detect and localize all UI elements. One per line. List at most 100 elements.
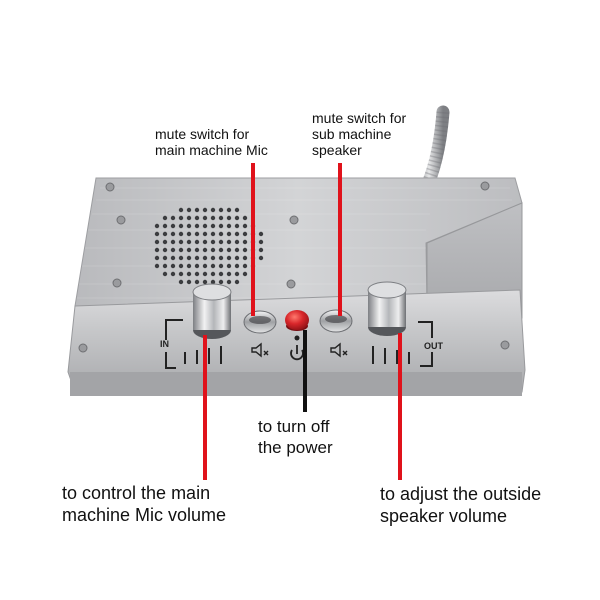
main-mic-volume-knob[interactable]: [192, 283, 232, 339]
outside-speaker-volume-knob[interactable]: [367, 281, 407, 336]
callout-main-mic-volume: to control the main machine Mic volume: [62, 483, 227, 525]
grille-hole: [234, 247, 240, 253]
grille-hole: [154, 231, 160, 237]
grille-hole: [194, 223, 200, 229]
grille-hole: [170, 271, 176, 277]
grille-hole: [210, 207, 216, 213]
sub-speaker-mute-switch[interactable]: [319, 309, 353, 333]
grille-hole: [234, 215, 240, 221]
grille-hole: [218, 247, 224, 253]
grille-hole: [226, 223, 232, 229]
grille-hole: [234, 207, 240, 213]
grille-hole: [202, 207, 208, 213]
grille-hole: [178, 263, 184, 269]
grille-hole: [234, 231, 240, 237]
grille-hole: [162, 239, 168, 245]
grille-hole: [226, 263, 232, 269]
grille-hole: [186, 215, 192, 221]
volume-bars-icon: [184, 346, 222, 364]
grille-hole: [162, 231, 168, 237]
grille-hole: [178, 223, 184, 229]
grille-hole: [218, 263, 224, 269]
grille-hole: [170, 263, 176, 269]
grille-hole: [210, 223, 216, 229]
grille-hole: [202, 239, 208, 245]
grille-hole: [226, 279, 232, 285]
grille-hole: [154, 239, 160, 245]
grille-hole: [226, 207, 232, 213]
grille-hole: [162, 215, 168, 221]
grille-hole: [218, 231, 224, 237]
grille-hole: [218, 223, 224, 229]
callout-outside-speaker-volume: to adjust the outside speaker volume: [380, 484, 542, 526]
volume-bars-out-icon: [372, 346, 410, 364]
grille-hole: [186, 247, 192, 253]
grille-hole: [234, 255, 240, 261]
grille-hole: [178, 247, 184, 253]
grille-hole: [194, 207, 200, 213]
callout-mute-main-mic: mute switch for main machine Mic: [155, 126, 268, 158]
power-icon: [290, 335, 304, 361]
grille-hole: [202, 215, 208, 221]
grille-hole: [170, 247, 176, 253]
grille-hole: [202, 231, 208, 237]
grille-hole: [258, 231, 264, 237]
grille-hole: [234, 271, 240, 277]
grille-hole: [218, 255, 224, 261]
grille-hole: [162, 223, 168, 229]
grille-hole: [178, 279, 184, 285]
grille-hole: [234, 239, 240, 245]
grille-hole: [210, 247, 216, 253]
grille-hole: [242, 215, 248, 221]
out-bracket: [418, 321, 433, 367]
grille-hole: [186, 255, 192, 261]
grille-hole: [178, 215, 184, 221]
grille-hole: [154, 223, 160, 229]
grille-hole: [242, 223, 248, 229]
grille-hole: [202, 279, 208, 285]
grille-hole: [186, 239, 192, 245]
grille-hole: [202, 223, 208, 229]
grille-hole: [242, 231, 248, 237]
grille-hole: [162, 263, 168, 269]
grille-hole: [242, 263, 248, 269]
grille-hole: [218, 215, 224, 221]
grille-hole: [210, 263, 216, 269]
grille-hole: [210, 279, 216, 285]
grille-hole: [218, 239, 224, 245]
grille-hole: [242, 255, 248, 261]
device-base-edge: [70, 372, 522, 396]
grille-hole: [226, 271, 232, 277]
grille-hole: [186, 223, 192, 229]
grille-hole: [178, 255, 184, 261]
grille-hole: [178, 207, 184, 213]
grille-hole: [202, 263, 208, 269]
grille-hole: [258, 255, 264, 261]
grille-hole: [218, 271, 224, 277]
in-bracket: [165, 319, 183, 369]
speaker-grille-icon: [154, 207, 264, 285]
grille-hole: [186, 271, 192, 277]
grille-hole: [226, 231, 232, 237]
grille-hole: [170, 239, 176, 245]
grille-hole: [154, 263, 160, 269]
grille-hole: [186, 231, 192, 237]
grille-hole: [162, 247, 168, 253]
grille-hole: [234, 223, 240, 229]
grille-hole: [242, 247, 248, 253]
grille-hole: [210, 255, 216, 261]
screws: [78, 181, 510, 353]
grille-hole: [234, 263, 240, 269]
grille-hole: [218, 207, 224, 213]
grille-hole: [242, 239, 248, 245]
grille-hole: [226, 247, 232, 253]
out-label: OUT: [424, 341, 444, 351]
grille-hole: [258, 239, 264, 245]
grille-hole: [186, 279, 192, 285]
power-button[interactable]: [285, 310, 309, 331]
mute-speaker-icon: [251, 342, 269, 358]
main-mic-mute-switch[interactable]: [243, 310, 277, 334]
grille-hole: [194, 239, 200, 245]
grille-hole: [226, 255, 232, 261]
grille-hole: [162, 255, 168, 261]
